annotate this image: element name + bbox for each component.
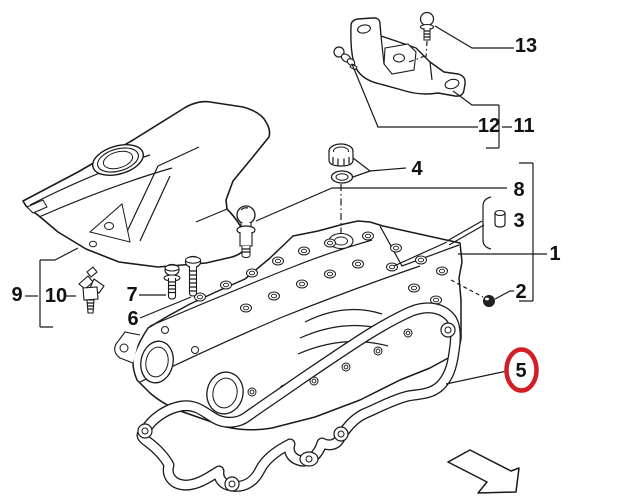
leader-lines [25, 25, 547, 385]
leader-4 [352, 157, 407, 178]
leader-8 [255, 187, 507, 222]
bracket-bolt-drawing [419, 11, 435, 58]
ball-plug-drawing [483, 295, 495, 307]
leader-6 [139, 296, 192, 319]
cap-seal-washer-drawing [330, 170, 354, 184]
ball-stud-drawing [236, 205, 256, 259]
callout-label-13: 13 [515, 35, 537, 57]
callout-label-7: 7 [126, 284, 137, 306]
callout-label-2: 2 [515, 281, 526, 303]
callout-labels: 13 12 11 4 8 3 1 2 9 10 7 6 5 [11, 35, 560, 382]
group-bracket-9 [39, 247, 79, 328]
leader-13 [434, 25, 514, 49]
group-bracket-11 [452, 90, 512, 149]
callout-label-1: 1 [549, 243, 560, 265]
red-highlight-ellipse [504, 347, 539, 393]
leader-2 [494, 290, 514, 300]
group-bracket-3 [482, 196, 492, 250]
callout-label-4: 4 [411, 158, 423, 180]
callout-label-6: 6 [127, 308, 138, 330]
leader-3-double [393, 220, 485, 267]
callout-label-5: 5 [515, 360, 526, 382]
long-screw-drawing [184, 255, 202, 297]
callout-label-10: 10 [45, 285, 67, 307]
callout-label-11: 11 [513, 115, 534, 137]
callout-label-8: 8 [513, 179, 524, 201]
oil-cap-drawing [328, 143, 354, 167]
gasket-drawing [136, 302, 461, 492]
filler-opening-rings [92, 144, 144, 176]
clip-drawing [78, 266, 105, 314]
short-screw-drawing [163, 263, 181, 300]
group-bracket-1 [519, 162, 534, 302]
support-bracket-drawing [350, 17, 466, 97]
direction-arrow-icon [447, 449, 520, 494]
leader-5 [445, 370, 508, 385]
callout-label-12: 12 [478, 115, 500, 137]
callout-label-3: 3 [513, 210, 524, 232]
callout-label-9: 9 [11, 284, 22, 306]
cam-cover-drawing [114, 220, 463, 431]
engine-cover-drawing [22, 100, 271, 268]
leader-2-hidden [450, 279, 484, 298]
leader-12 [351, 63, 478, 128]
bush-drawing [494, 209, 506, 228]
